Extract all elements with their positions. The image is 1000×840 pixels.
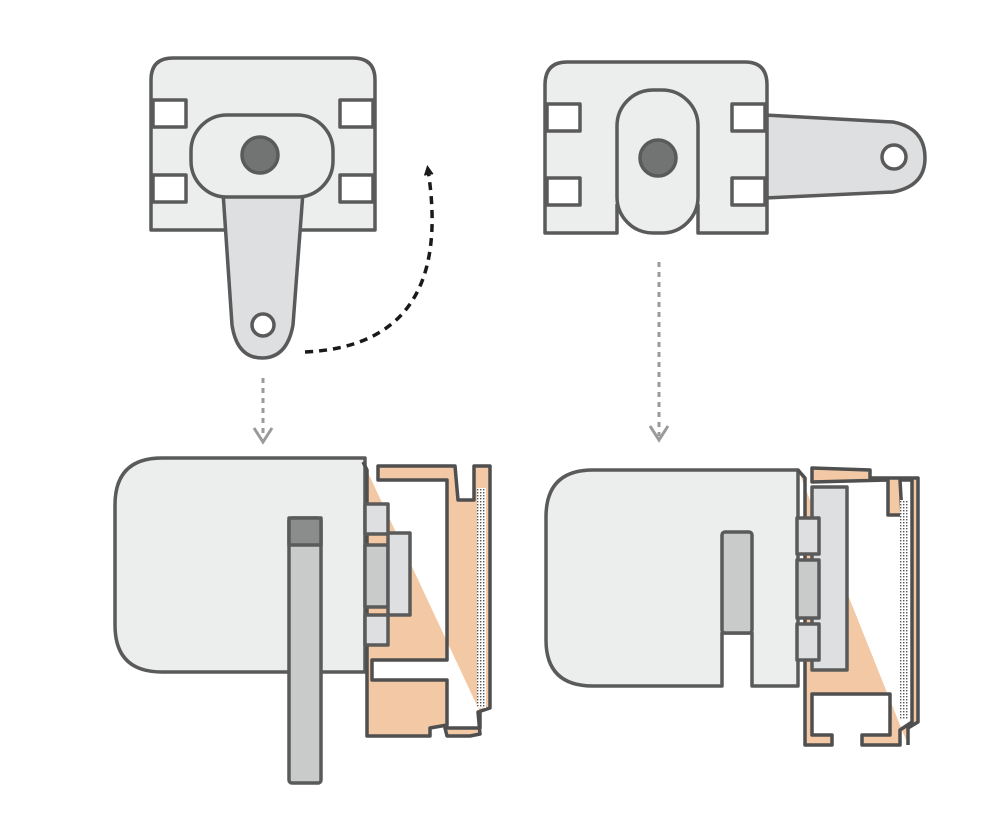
roller bbox=[795, 516, 821, 556]
dotted-down-arrow-icon bbox=[648, 262, 670, 443]
pivot-pin bbox=[240, 135, 280, 175]
top-right-bracket bbox=[543, 60, 927, 235]
lever-hole bbox=[250, 312, 276, 338]
bottom-right-assembly bbox=[544, 466, 920, 747]
curtain-rail-profile bbox=[796, 466, 920, 747]
roller bbox=[795, 558, 821, 620]
clip-tab bbox=[730, 102, 767, 133]
pivot-pin bbox=[638, 138, 678, 178]
roller bbox=[363, 543, 390, 609]
roller bbox=[363, 613, 390, 647]
clip-tab bbox=[545, 102, 582, 133]
clip-tab bbox=[545, 176, 582, 207]
curtain-rail-profile bbox=[361, 461, 492, 738]
clip-tab bbox=[151, 98, 188, 129]
drop-rod bbox=[287, 516, 323, 785]
roller bbox=[363, 502, 390, 536]
carrier-body bbox=[113, 456, 367, 674]
lever-arm bbox=[221, 190, 305, 360]
roller-axle bbox=[386, 531, 412, 617]
clip-tab bbox=[338, 173, 375, 204]
rod-cap bbox=[287, 516, 323, 547]
drop-rod bbox=[720, 530, 754, 635]
carrier-body bbox=[544, 468, 800, 688]
top-left-bracket bbox=[149, 56, 377, 360]
lever-arm bbox=[763, 113, 927, 200]
felt-strip bbox=[477, 488, 486, 708]
bottom-left-assembly bbox=[113, 456, 492, 785]
dotted-down-arrow-icon bbox=[252, 378, 274, 445]
roller bbox=[795, 622, 821, 662]
clip-tab bbox=[730, 176, 767, 207]
curved-dashed-arrow-icon bbox=[304, 165, 434, 354]
felt-strip bbox=[900, 500, 909, 720]
clip-tab bbox=[151, 173, 188, 204]
lever-hole bbox=[880, 143, 908, 171]
clip-tab bbox=[338, 98, 375, 129]
